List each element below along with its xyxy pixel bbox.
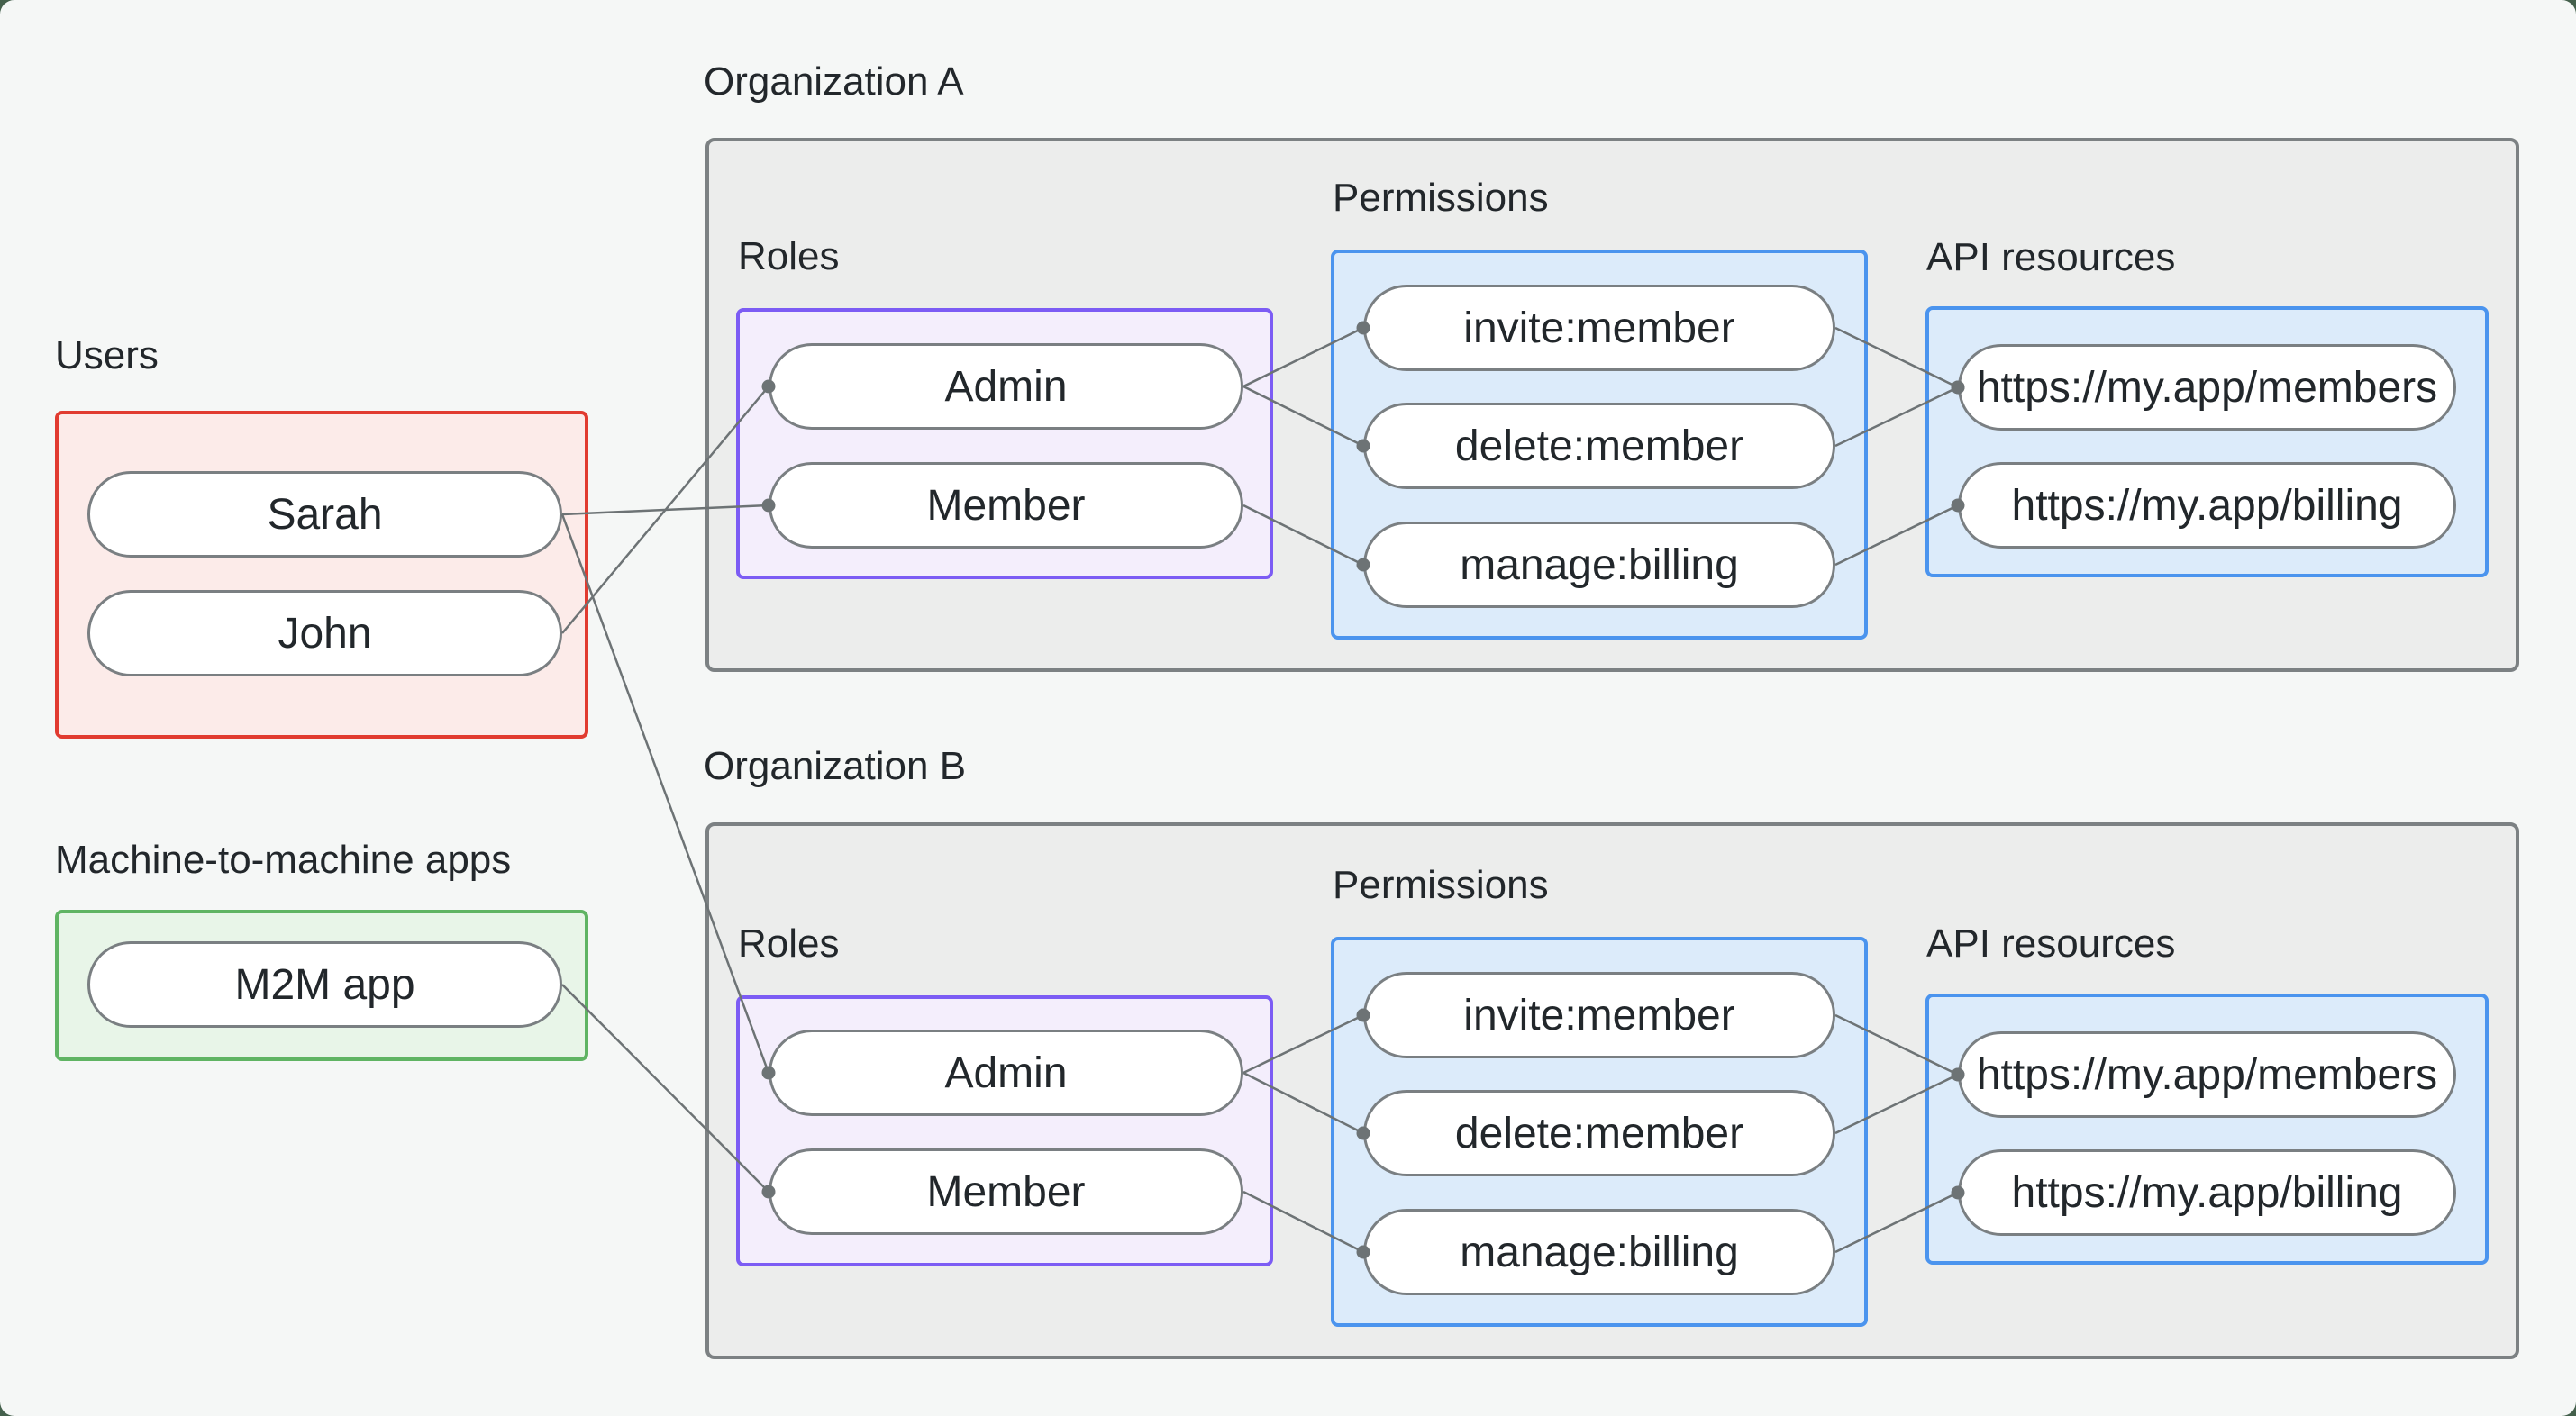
org-b-api-title: API resources bbox=[1926, 921, 2176, 966]
org-a-permission-manage-billing: manage:billing bbox=[1363, 522, 1835, 608]
org-b-role-member: Member bbox=[769, 1148, 1243, 1235]
org-a-permission-delete-member: delete:member bbox=[1363, 403, 1835, 489]
org-b-api-members: https://my.app/members bbox=[1958, 1031, 2456, 1118]
m2m-app-node: M2M app bbox=[87, 941, 562, 1028]
org-a-permissions-title: Permissions bbox=[1333, 176, 1549, 220]
org-a-role-member: Member bbox=[769, 462, 1243, 549]
users-group-title: Users bbox=[55, 333, 159, 377]
org-b-api-billing: https://my.app/billing bbox=[1958, 1149, 2456, 1236]
org-a-api-title: API resources bbox=[1926, 235, 2176, 279]
org-b-permission-invite-member: invite:member bbox=[1363, 972, 1835, 1058]
org-a-api-billing: https://my.app/billing bbox=[1958, 462, 2456, 549]
org-b-permission-manage-billing: manage:billing bbox=[1363, 1209, 1835, 1295]
org-a-api-members: https://my.app/members bbox=[1958, 344, 2456, 431]
org-b-role-admin: Admin bbox=[769, 1030, 1243, 1116]
users-group-box bbox=[55, 411, 588, 739]
org-b-permission-delete-member: delete:member bbox=[1363, 1090, 1835, 1176]
org-b-roles-title: Roles bbox=[738, 921, 840, 966]
user-node-john: John bbox=[87, 590, 562, 676]
org-a-roles-title: Roles bbox=[738, 234, 840, 278]
m2m-group-title: Machine-to-machine apps bbox=[55, 838, 512, 882]
org-b-permissions-title: Permissions bbox=[1333, 863, 1549, 907]
org-b-title: Organization B bbox=[704, 744, 967, 788]
user-node-sarah: Sarah bbox=[87, 471, 562, 558]
org-a-title: Organization A bbox=[704, 59, 964, 104]
org-a-permission-invite-member: invite:member bbox=[1363, 285, 1835, 371]
org-a-role-admin: Admin bbox=[769, 343, 1243, 430]
